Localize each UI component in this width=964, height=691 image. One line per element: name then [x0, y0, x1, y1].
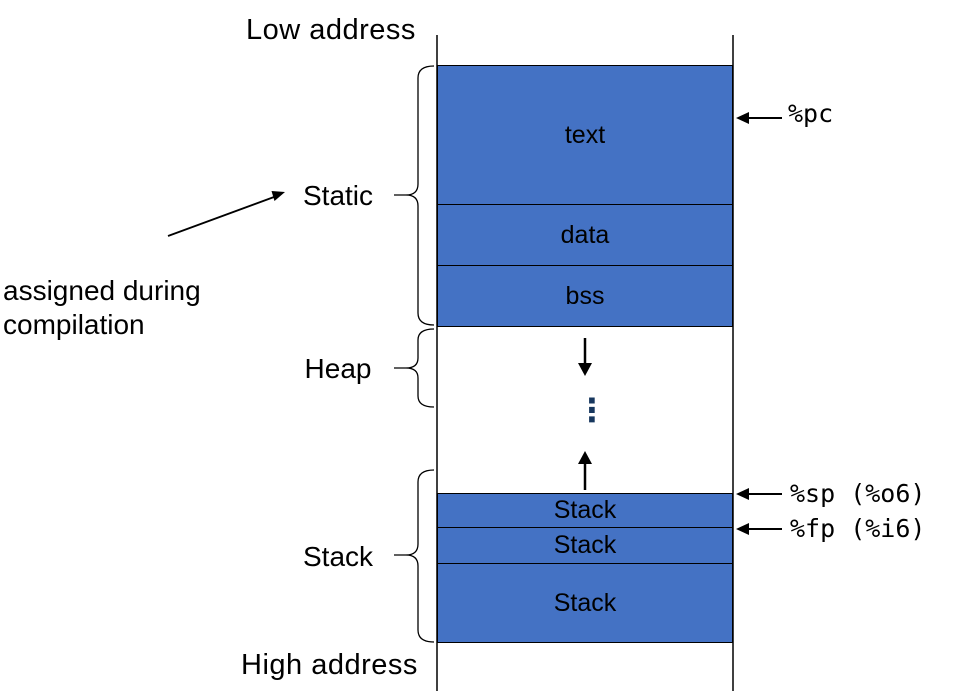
- stack-grow-up-arrow: [578, 451, 592, 490]
- segment-text: text: [437, 65, 733, 205]
- register-pc-label: %pc: [788, 99, 834, 128]
- fp-arrow: [736, 523, 782, 535]
- segment-stack-frame-2: Stack: [437, 527, 733, 564]
- annotation-arrow: [167, 191, 285, 237]
- pc-arrow: [736, 112, 782, 124]
- segment-data: data: [437, 204, 733, 266]
- low-address-label: Low address: [246, 14, 416, 46]
- segment-bss: bss: [437, 265, 733, 327]
- heap-grow-down-arrow: [578, 338, 592, 376]
- register-fp-label: %fp (%i6): [790, 514, 926, 543]
- segment-stack-frame-3: Stack: [437, 563, 733, 643]
- static-brace: [394, 65, 435, 326]
- heap-brace: [394, 328, 435, 408]
- register-sp-label: %sp (%o6): [790, 479, 926, 508]
- sp-arrow: [736, 488, 782, 500]
- compilation-annotation: assigned during compilation: [3, 275, 201, 340]
- heap-ellipsis: ⋮: [576, 391, 608, 429]
- segment-text-label: text: [564, 120, 606, 149]
- segment-stack-frame-1: Stack: [437, 493, 733, 528]
- stack-brace: [394, 469, 435, 643]
- segment-bss-label: bss: [565, 281, 605, 310]
- group-static-label: Static: [302, 180, 374, 211]
- group-stack-label: Stack: [302, 541, 374, 572]
- group-heap-label: Heap: [304, 353, 372, 384]
- stack-frame-2-label: Stack: [553, 531, 617, 559]
- segment-data-label: data: [560, 220, 610, 249]
- high-address-label: High address: [241, 649, 418, 681]
- stack-frame-3-label: Stack: [553, 588, 617, 617]
- stack-frame-1-label: Stack: [553, 496, 617, 524]
